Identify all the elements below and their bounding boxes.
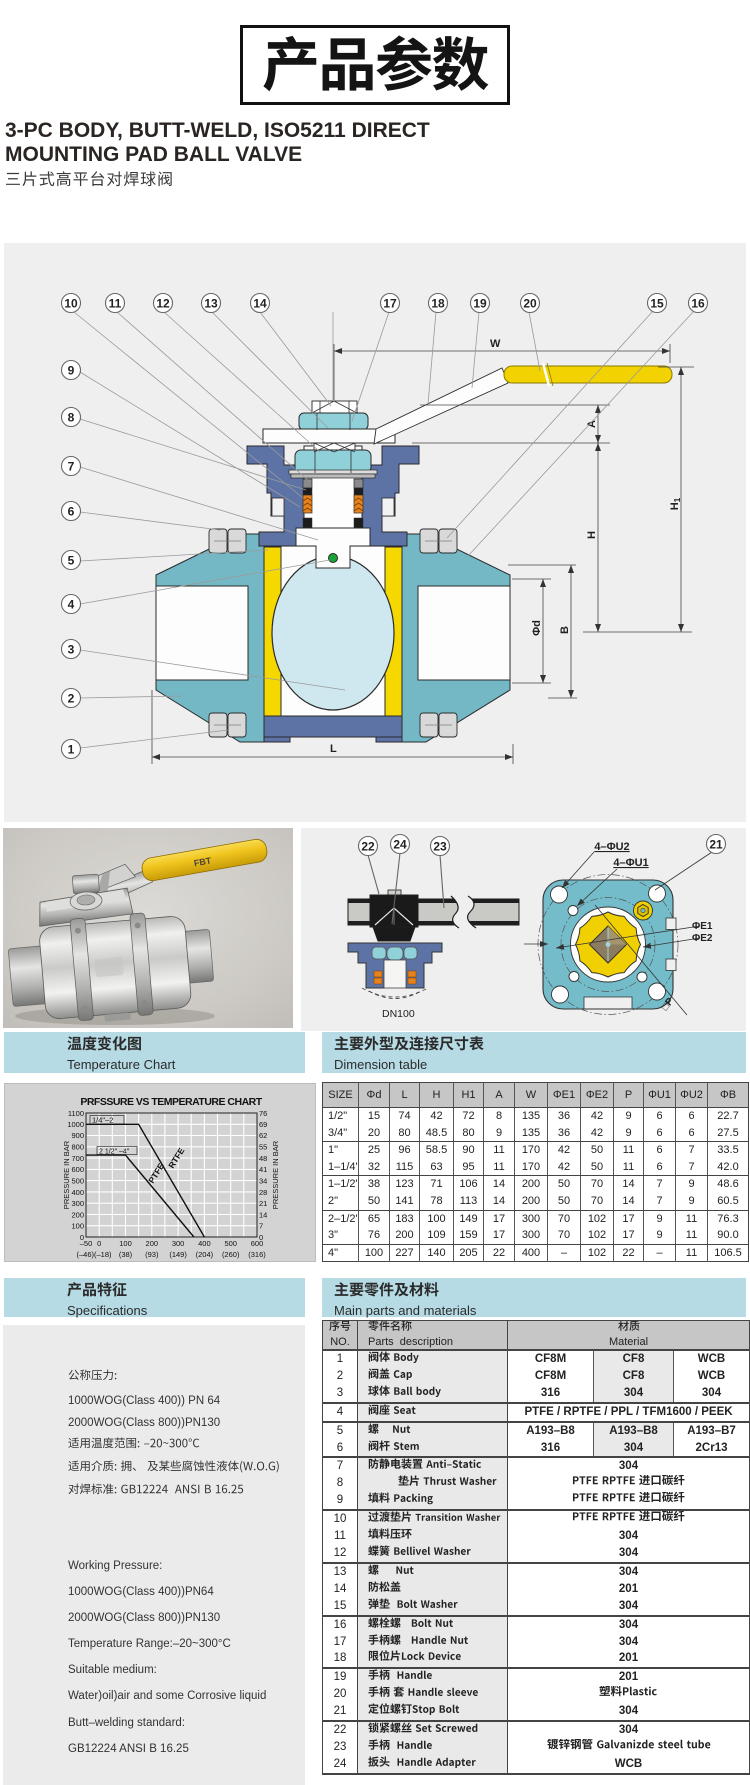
svg-text:7: 7 — [68, 460, 75, 474]
svg-text:700: 700 — [71, 1154, 84, 1163]
svg-text:ΦE2: ΦE2 — [692, 933, 713, 944]
svg-text:13: 13 — [204, 297, 218, 311]
svg-text:11: 11 — [109, 297, 122, 311]
svg-text:4–ΦU2: 4–ΦU2 — [594, 841, 629, 853]
svg-text:H: H — [586, 531, 598, 539]
svg-text:(260): (260) — [222, 1250, 240, 1259]
svg-text:0: 0 — [259, 1233, 263, 1242]
svg-text:6: 6 — [68, 505, 75, 519]
svg-text:800: 800 — [71, 1143, 84, 1152]
svg-text:7: 7 — [259, 1222, 263, 1231]
svg-text:300: 300 — [172, 1239, 185, 1248]
svg-text:100: 100 — [119, 1239, 132, 1248]
svg-text:H1: H1 — [669, 497, 682, 510]
svg-text:1100: 1100 — [68, 1109, 84, 1118]
svg-text:2: 2 — [68, 692, 75, 706]
svg-text:PRFSSURE VS TEMPERATURE CHART: PRFSSURE VS TEMPERATURE CHART — [80, 1096, 262, 1108]
svg-text:12: 12 — [156, 297, 170, 311]
svg-text:600: 600 — [71, 1165, 84, 1174]
svg-text:0: 0 — [97, 1239, 101, 1248]
svg-text:600: 600 — [251, 1239, 264, 1248]
svg-text:23: 23 — [433, 840, 447, 854]
svg-text:500: 500 — [71, 1177, 84, 1186]
svg-text:FBT: FBT — [193, 855, 212, 868]
svg-text:22: 22 — [361, 840, 375, 854]
svg-text:21: 21 — [259, 1199, 267, 1208]
svg-text:200: 200 — [71, 1211, 84, 1220]
svg-text:400: 400 — [71, 1188, 84, 1197]
svg-text:19: 19 — [473, 297, 487, 311]
svg-text:1: 1 — [68, 743, 75, 757]
svg-text:14: 14 — [259, 1211, 267, 1220]
svg-text:0: 0 — [80, 1233, 84, 1242]
svg-text:55: 55 — [259, 1143, 267, 1152]
svg-text:B: B — [559, 626, 571, 634]
svg-text:PRESSURE IN BAR: PRESSURE IN BAR — [271, 1140, 280, 1209]
svg-text:100: 100 — [71, 1222, 84, 1231]
svg-text:24: 24 — [393, 838, 407, 852]
svg-text:300: 300 — [71, 1199, 84, 1208]
svg-text:(204): (204) — [196, 1250, 214, 1259]
svg-text:(–46)(–18): (–46)(–18) — [76, 1250, 112, 1259]
svg-text:41: 41 — [259, 1165, 267, 1174]
svg-text:PTFE: PTFE — [146, 1161, 166, 1185]
svg-text:16: 16 — [691, 297, 705, 311]
svg-text:4: 4 — [68, 598, 75, 612]
svg-text:34: 34 — [259, 1177, 267, 1186]
svg-text:15: 15 — [650, 297, 664, 311]
svg-text:2 1/2" –4": 2 1/2" –4" — [99, 1148, 130, 1155]
svg-text:1000: 1000 — [67, 1120, 84, 1129]
svg-text:3: 3 — [68, 643, 75, 657]
svg-text:(149): (149) — [169, 1250, 187, 1259]
svg-text:(93): (93) — [145, 1250, 159, 1259]
svg-text:48: 48 — [259, 1154, 267, 1163]
svg-text:8: 8 — [68, 411, 75, 425]
svg-text:5: 5 — [68, 554, 75, 568]
svg-text:500: 500 — [224, 1239, 237, 1248]
svg-text:1/4"–2: 1/4"–2 — [92, 1116, 113, 1125]
svg-text:18: 18 — [431, 297, 445, 311]
svg-text:76: 76 — [259, 1109, 267, 1118]
svg-text:400: 400 — [198, 1239, 211, 1248]
svg-text:62: 62 — [259, 1131, 267, 1140]
svg-text:L: L — [330, 743, 337, 755]
svg-text:14: 14 — [253, 297, 267, 311]
svg-text:69: 69 — [259, 1120, 267, 1129]
svg-text:PRESSURE IN BAR: PRESSURE IN BAR — [62, 1140, 71, 1209]
svg-text:200: 200 — [146, 1239, 159, 1248]
svg-text:9: 9 — [68, 364, 75, 378]
svg-text:ΦE1: ΦE1 — [692, 921, 713, 932]
svg-text:4–ΦU1: 4–ΦU1 — [613, 857, 648, 869]
svg-text:900: 900 — [71, 1131, 84, 1140]
svg-text:20: 20 — [523, 297, 537, 311]
svg-text:21: 21 — [709, 838, 723, 852]
svg-text:Φd: Φd — [531, 620, 543, 636]
svg-text:–50: –50 — [80, 1239, 93, 1248]
svg-text:28: 28 — [259, 1188, 267, 1197]
svg-text:17: 17 — [383, 297, 397, 311]
svg-text:W: W — [490, 338, 501, 350]
svg-text:A: A — [586, 420, 598, 428]
svg-text:10: 10 — [64, 297, 78, 311]
svg-text:(38): (38) — [119, 1250, 133, 1259]
svg-text:(316): (316) — [248, 1250, 266, 1259]
svg-text:DN100: DN100 — [382, 1008, 415, 1020]
